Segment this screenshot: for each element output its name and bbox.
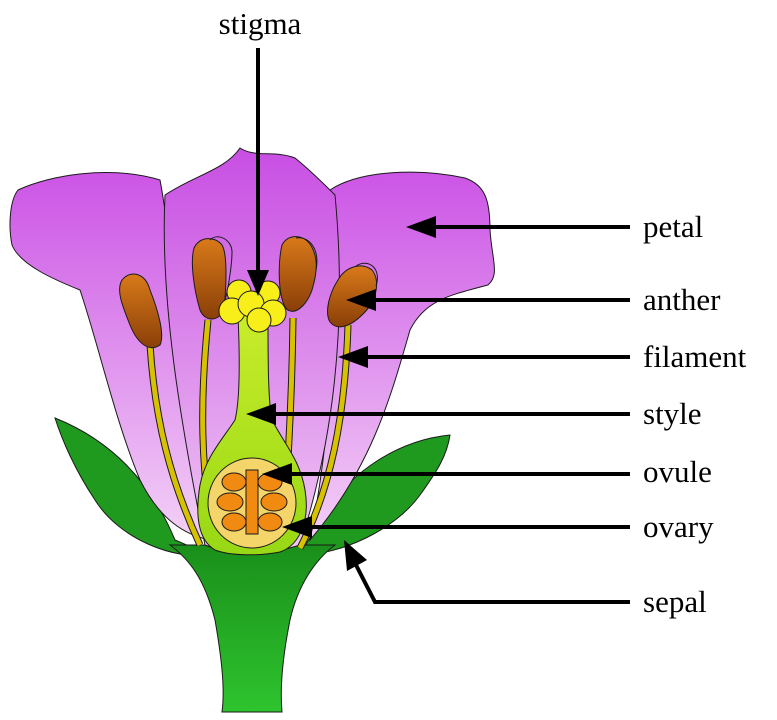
label-petal: petal (643, 209, 703, 244)
stem (170, 545, 335, 712)
arrow-sepal (344, 540, 630, 602)
ovules (217, 470, 287, 534)
label-ovary: ovary (643, 509, 714, 544)
label-sepal: sepal (643, 584, 707, 619)
label-anther: anther (643, 282, 721, 317)
label-ovule: ovule (643, 454, 712, 489)
label-stigma: stigma (219, 6, 302, 41)
label-style: style (643, 396, 702, 431)
label-filament: filament (643, 339, 747, 374)
